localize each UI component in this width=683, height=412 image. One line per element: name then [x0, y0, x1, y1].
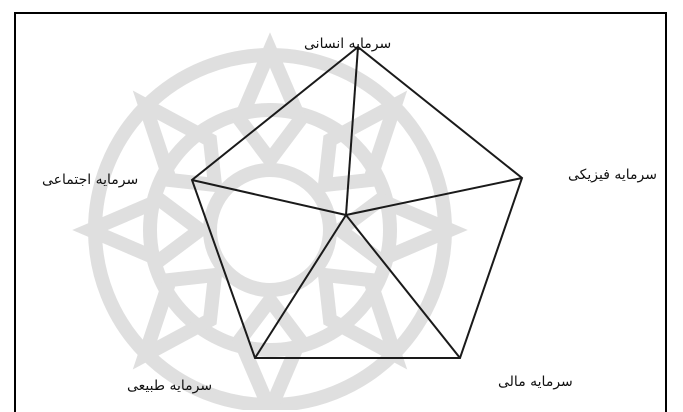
watermark-rosette [90, 50, 450, 410]
label-natural-capital: سرمایه طبیعی [127, 378, 212, 394]
label-physical-capital: سرمایه فیزیکی [568, 167, 657, 183]
label-financial-capital: سرمایه مالی [498, 374, 573, 390]
label-human-capital: سرمایه انسانی [304, 36, 391, 52]
label-social-capital: سرمایه اجتماعی [42, 172, 138, 188]
